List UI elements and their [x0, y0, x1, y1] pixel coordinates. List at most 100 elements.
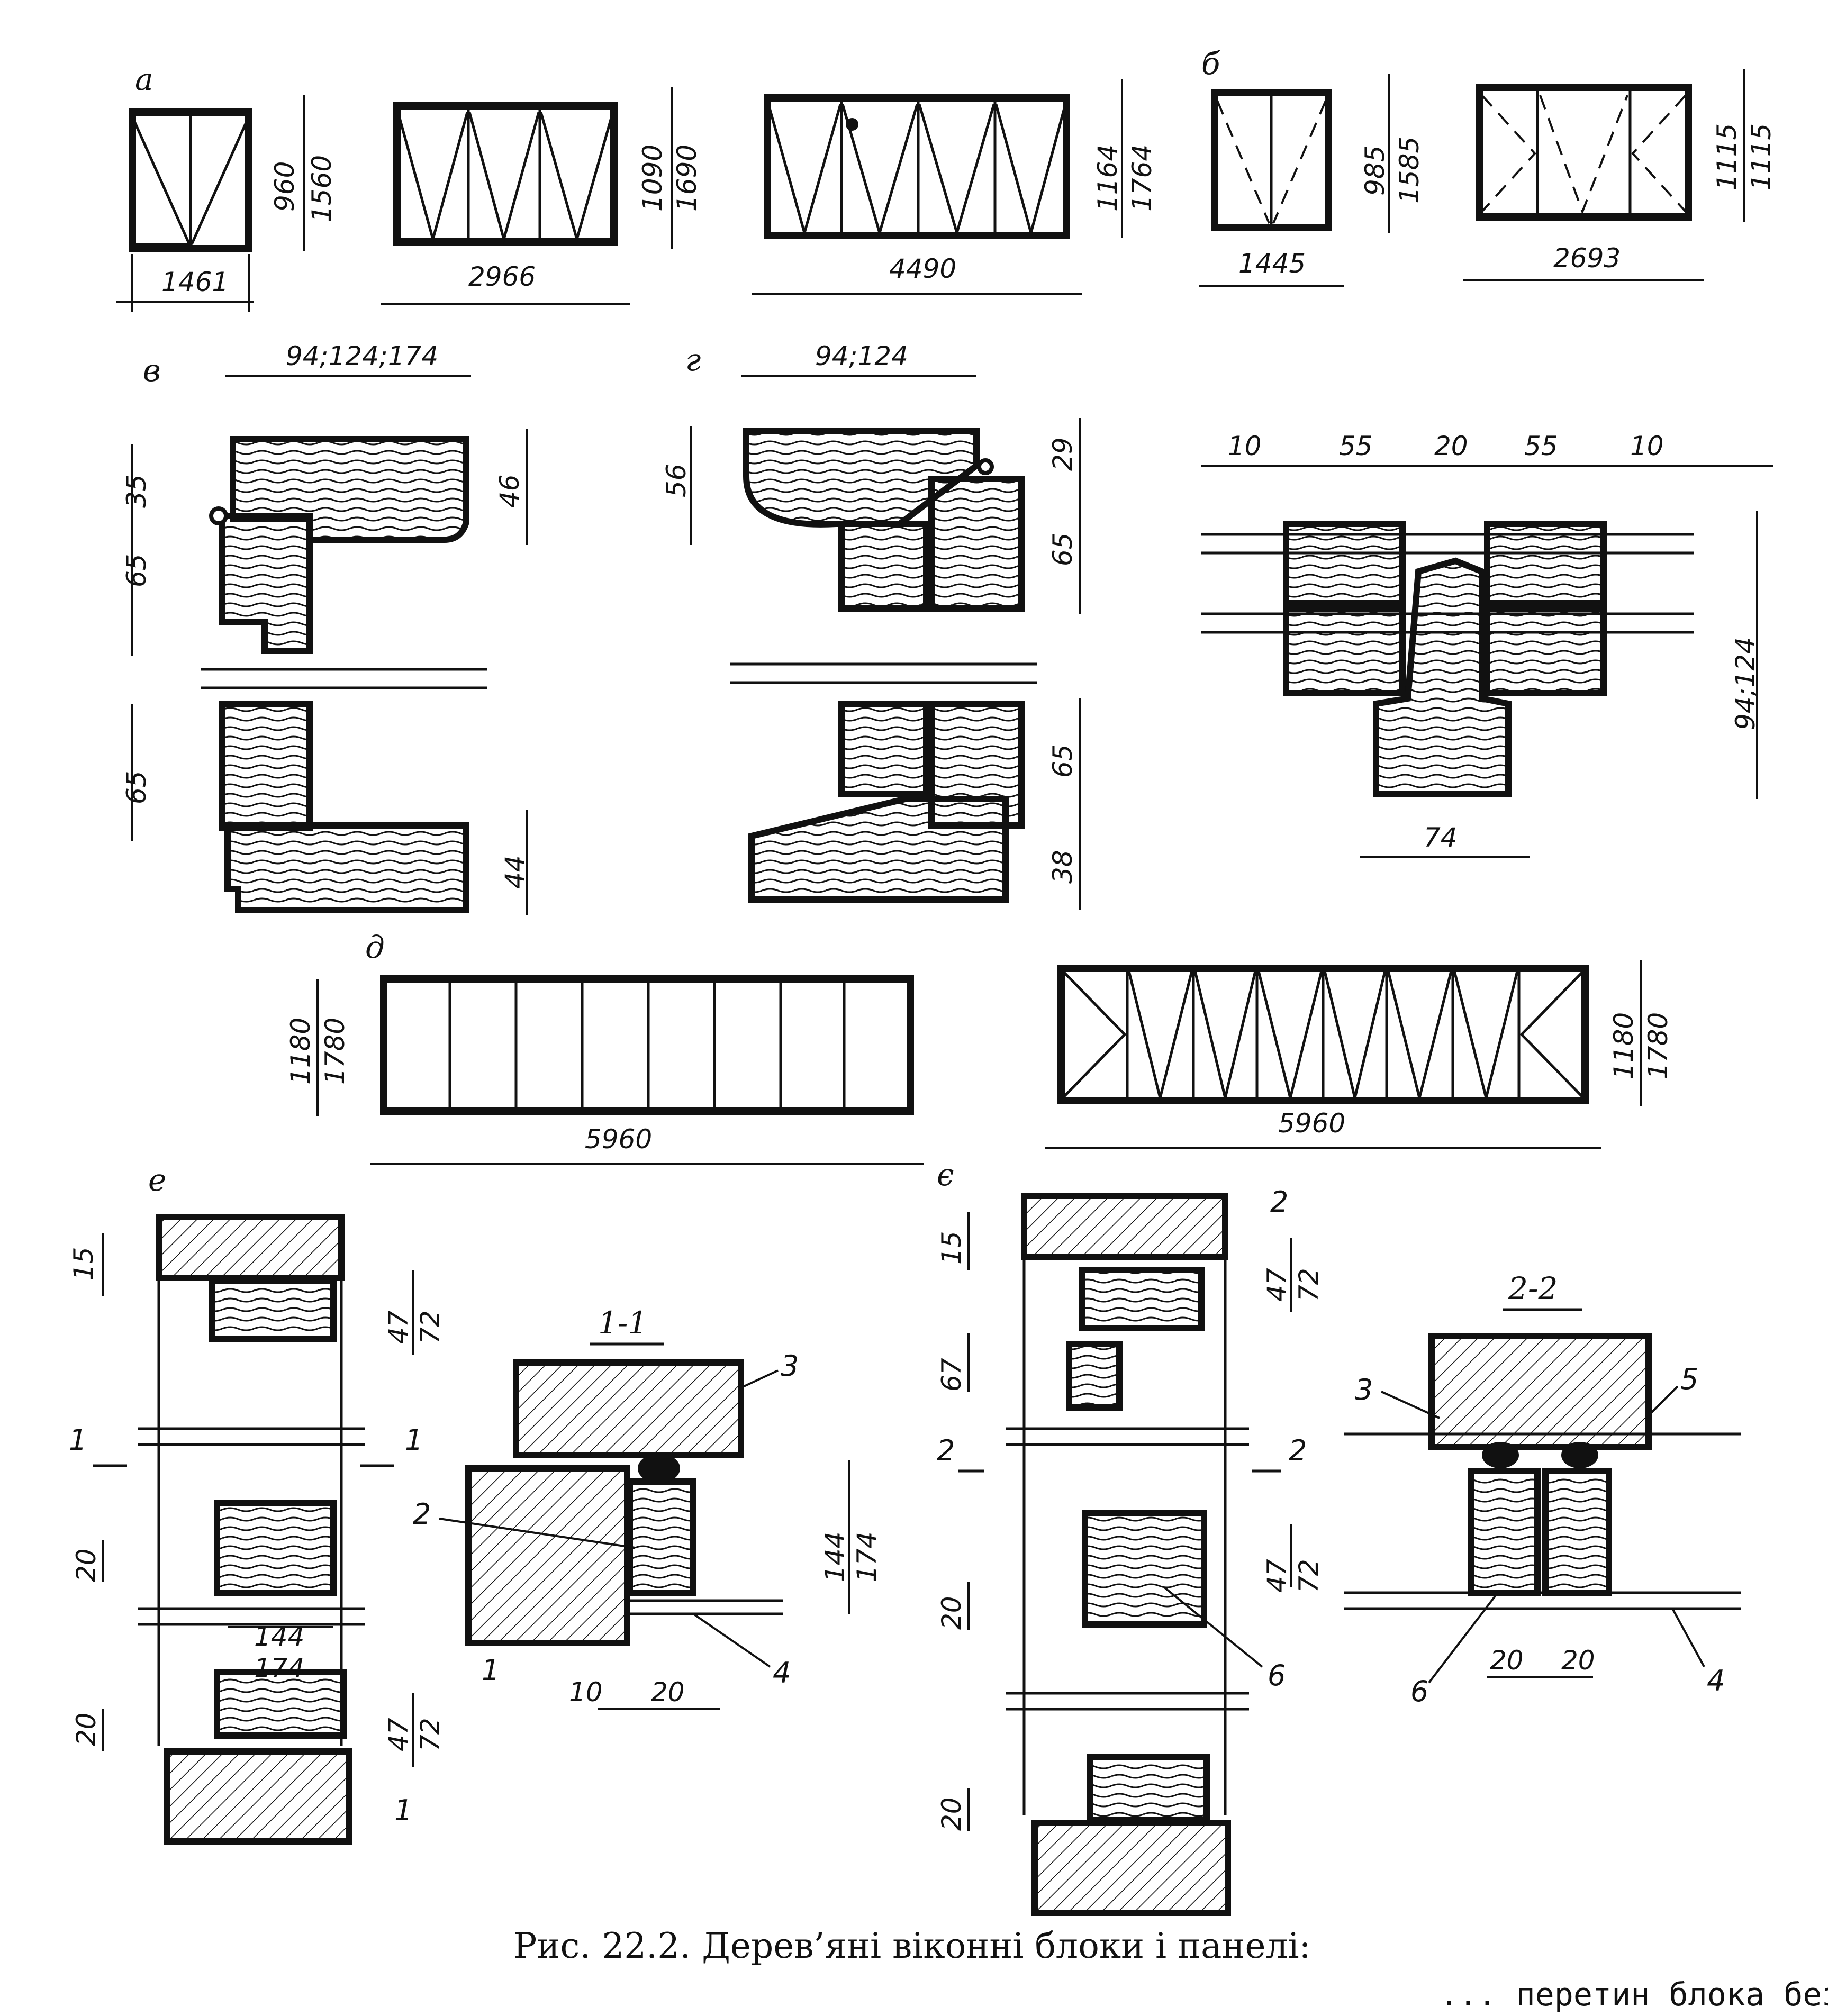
panel-d2-sash	[1062, 970, 1127, 1099]
window-a1-width: 1461	[161, 267, 229, 297]
panel-ye-dim-47-mid: 47	[1262, 1559, 1292, 1593]
mid-transom-profile	[214, 1500, 337, 1596]
leader-line	[439, 1518, 636, 1549]
caption-partial: ... перетин блока без	[1440, 1976, 1828, 2013]
section-1-1-callout-2: 2	[413, 1497, 431, 1531]
panel-g-dim-56: 56	[661, 464, 692, 497]
leader-line	[1428, 1592, 1499, 1684]
inner-sash-top	[838, 521, 929, 612]
outer-sash-top	[928, 476, 1025, 612]
window-b2-width: 2693	[1553, 243, 1621, 274]
seal-icon	[638, 1454, 680, 1483]
leader-line	[1645, 1385, 1679, 1419]
section-1-1-callout-3: 3	[781, 1349, 799, 1383]
window-b1-sash-dashed	[1272, 100, 1327, 224]
panel-v-dim-44: 44	[500, 855, 530, 889]
window-a3-sash	[841, 104, 919, 238]
panel-g-label: г	[685, 342, 701, 378]
mullion-dim-10-left: 10	[1228, 431, 1262, 461]
window-a3-height-inner: 1164	[1092, 144, 1123, 212]
panel-e-dim-72-bottom: 72	[415, 1718, 446, 1751]
section-2-2-dim-20-right: 20	[1561, 1645, 1595, 1676]
sill-hatched	[164, 1748, 352, 1845]
panel-e-dim-20-mid: 20	[71, 1548, 102, 1582]
window-b1-height-outer: 1585	[1394, 137, 1425, 204]
panel-g-section: г 94;124 56 29 65 65 38	[661, 341, 1081, 910]
panel-d2-sash	[1453, 970, 1519, 1098]
panel-e-callout-right: 1	[405, 1423, 423, 1457]
mullion-dim-20: 20	[1434, 431, 1468, 461]
panel-v-section: в 94;124;174 35 65 46 65 44	[121, 341, 530, 915]
panel-d2-height-outer: 1780	[1643, 1012, 1673, 1079]
section-2-2-callout-6: 6	[1410, 1675, 1428, 1708]
window-b2: 2693 1115 1115	[1463, 69, 1777, 281]
panel-d2-width: 5960	[1278, 1108, 1345, 1139]
panel-v-dim-65-bottom: 65	[121, 770, 152, 804]
window-a3-height-outer: 1764	[1127, 144, 1157, 212]
panel-d2-sash	[1257, 970, 1323, 1098]
panel-d: д 5960 1180 1780	[285, 929, 1673, 1165]
panel-b: б 1445 985 1585 2693 1115 1115	[1199, 46, 1777, 287]
sash-right-bottom	[1484, 605, 1607, 696]
panel-d1-height-inner: 1180	[285, 1018, 316, 1085]
window-a2-height-inner: 1090	[637, 144, 668, 212]
panel-g-dim-65-bottom: 65	[1047, 744, 1078, 778]
sash-profile	[1066, 1341, 1123, 1411]
sash-left-bottom	[1283, 605, 1406, 696]
panel-a-label: а	[135, 61, 153, 97]
panel-e-label: е	[148, 1162, 166, 1198]
lintel-hatched	[156, 1214, 345, 1281]
panel-v-label: в	[143, 352, 161, 388]
frame-bottom-profile	[224, 822, 469, 913]
window-a2-height-outer: 1690	[672, 144, 702, 212]
section-1-1-dim-174: 174	[852, 1532, 882, 1582]
leader-line	[692, 1613, 771, 1668]
sash-right-top	[1484, 521, 1607, 606]
leader-line	[1163, 1586, 1263, 1668]
panel-v-dim-46: 46	[494, 474, 525, 508]
panel-e-dim-15: 15	[68, 1247, 99, 1281]
lintel-hatched	[1021, 1193, 1228, 1260]
panel-a: а 1461 960 1560 2966 1090	[116, 61, 1157, 312]
window-b2-sash-dashed	[1481, 94, 1536, 213]
sill-hatched	[1031, 1820, 1231, 1916]
figure-caption: Рис. 22.2. Дерев’яні віконні блоки і пан…	[513, 1926, 1828, 2013]
window-a1-sash-right	[190, 118, 249, 246]
panel-e-callout-left: 1	[69, 1423, 87, 1457]
section-2-2-callout-4: 4	[1707, 1664, 1725, 1697]
window-a3-sash	[767, 104, 842, 238]
mullion-section: 10 55 20 55 10 94;124 74	[1201, 431, 1773, 858]
panel-e-callout-sill: 1	[394, 1794, 412, 1827]
panel-e-dim-174: 174	[254, 1653, 304, 1684]
panel-g-dim-38: 38	[1047, 850, 1078, 884]
panel-e-dim-47-bottom: 47	[383, 1718, 414, 1751]
mullion-dim-55-left: 55	[1339, 431, 1373, 461]
mullion-dim-74: 74	[1424, 822, 1458, 853]
window-b1-sash-dashed	[1216, 100, 1270, 224]
panel-ye-dim-20-bottom: 20	[936, 1797, 967, 1831]
panel-d2-sash	[1387, 970, 1453, 1098]
window-a3-sash	[918, 104, 996, 238]
panel-ye-callout-6: 6	[1268, 1659, 1286, 1692]
seal-icon	[1482, 1442, 1519, 1468]
window-b2-sash-dashed	[1631, 94, 1687, 213]
window-a1-height-outer: 1560	[306, 155, 337, 222]
panel-e-dim-144: 144	[254, 1621, 304, 1652]
section-1-1-callout-4: 4	[773, 1656, 791, 1690]
panel-d2: 5960 1180 1780	[1045, 960, 1673, 1149]
frame-top-profile	[209, 1277, 337, 1342]
section-1-1-dim-144: 144	[820, 1532, 850, 1582]
panel-ye-dim-72-top: 72	[1293, 1268, 1324, 1302]
panel-ye-callout-2-right: 2	[1289, 1434, 1307, 1467]
window-a2-frame	[393, 102, 618, 246]
panel-g-dim-width: 94;124	[815, 341, 908, 371]
panel-ye-dim-20-mid: 20	[936, 1596, 967, 1630]
frame-bottom-profile	[1087, 1754, 1210, 1823]
leader-line	[738, 1369, 779, 1390]
panel-ye-dim-67: 67	[936, 1358, 967, 1392]
inner-sash-bottom	[838, 701, 929, 797]
window-b1: 1445 985 1585	[1199, 74, 1425, 287]
panel-d2-sash	[1193, 970, 1257, 1098]
section-2-2-callout-5: 5	[1680, 1363, 1698, 1396]
